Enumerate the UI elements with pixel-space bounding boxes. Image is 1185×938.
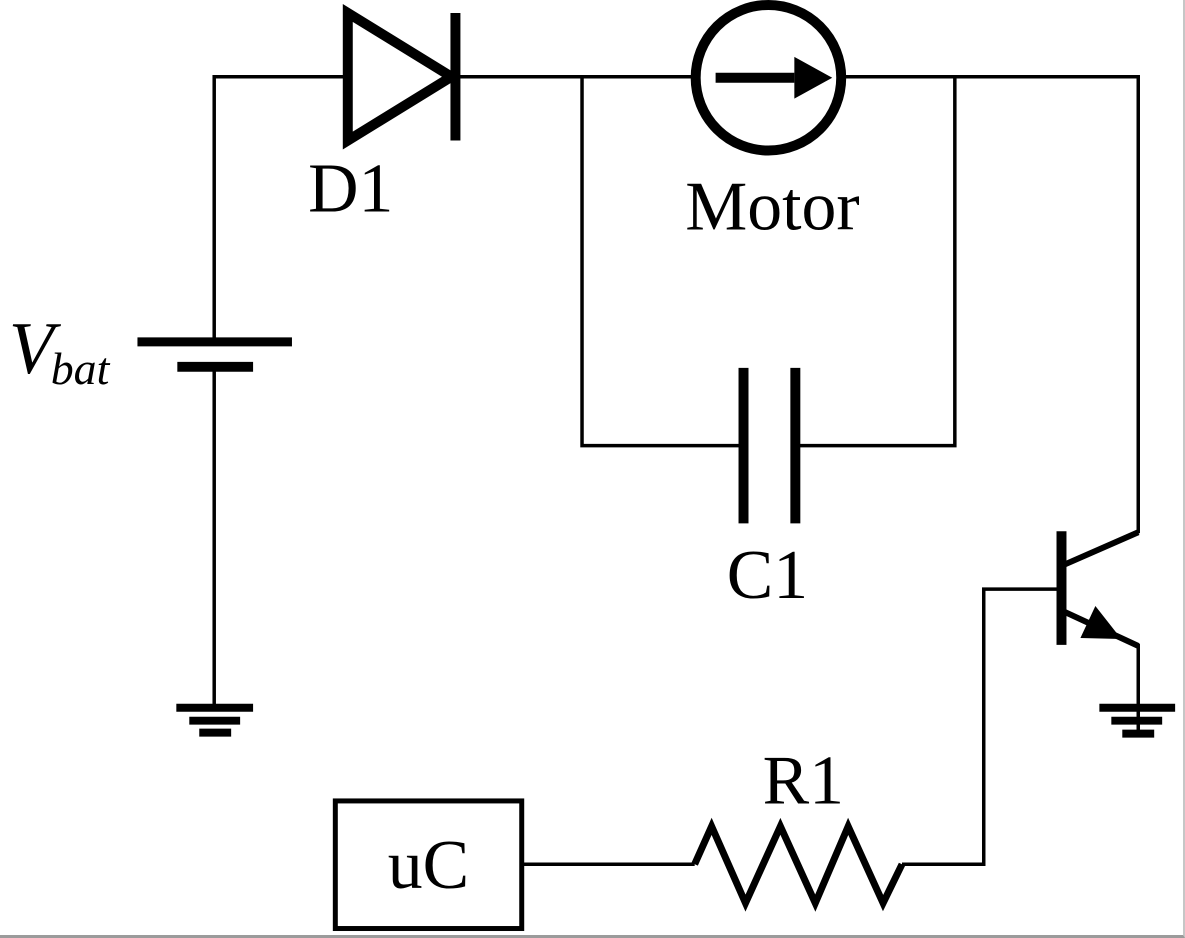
wire-capacitor-right-branch (799, 76, 957, 448)
wire-resistor-to-base (902, 587, 1059, 866)
ground-battery (176, 703, 254, 737)
wire-capacitor-left-branch (580, 76, 740, 448)
wires (212, 75, 1140, 866)
wire-battery-to-diode (212, 75, 348, 344)
motor: Motor (685, 0, 860, 245)
microcontroller-label: uC (388, 827, 469, 904)
microcontroller: uC (332, 798, 525, 932)
microcontroller-box (332, 798, 525, 932)
diode-d1: D1 (308, 4, 461, 227)
motor-circle (690, 0, 847, 156)
battery-label: V bat (9, 307, 111, 394)
transistor-collector-lead (1057, 529, 1140, 570)
transistor-npn (1056, 529, 1140, 649)
motor-label: Motor (685, 168, 859, 245)
capacitor-c1: C1 (727, 367, 808, 614)
diode-label: D1 (308, 150, 393, 227)
diode-triangle (342, 4, 461, 150)
motor-arrow-head (794, 56, 833, 99)
battery: V bat (9, 307, 292, 394)
wire-motor-to-collector (841, 75, 1140, 534)
resistor-r1: R1 (691, 742, 906, 912)
resistor-label: R1 (763, 742, 844, 819)
capacitor-label: C1 (727, 537, 808, 614)
resistor-zigzag (691, 817, 906, 912)
transistor-emitter-arrow (1080, 606, 1122, 639)
ground-transistor (1099, 703, 1176, 738)
